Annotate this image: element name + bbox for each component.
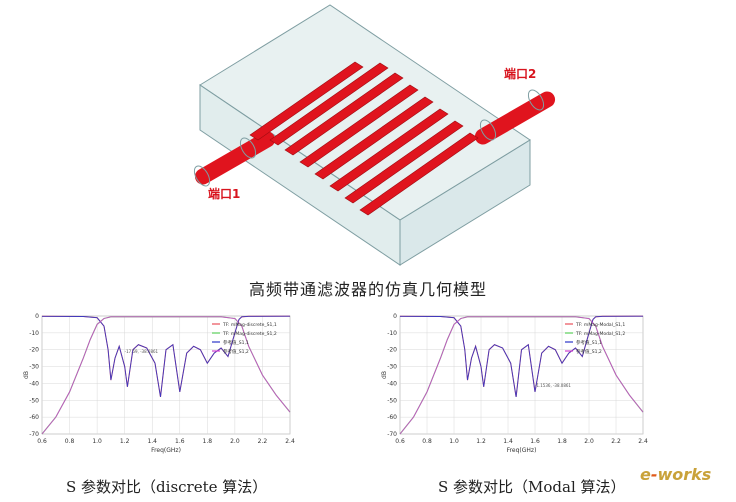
x-tick-label: 1.6 (175, 438, 185, 445)
y-tick-label: -70 (387, 431, 397, 438)
y-axis-label: dB (23, 371, 30, 379)
plot-area (399, 315, 644, 435)
y-tick-label: -50 (29, 397, 39, 404)
filter-geometry-model: 端口1 端口2 (193, 4, 556, 266)
y-tick-label: -60 (387, 414, 397, 421)
legend-entry: 参考值_S1,2 (223, 348, 249, 355)
marker-annotation: -17.59, -38.0861 (125, 349, 159, 354)
caption-discrete: S 参数对比（discrete 算法） (66, 478, 268, 496)
x-tick-label: 1.0 (92, 438, 102, 445)
legend-entry: TF: mMag-discrete_S1,1 (222, 322, 277, 328)
model-caption: 高频带通滤波器的仿真几何模型 (248, 280, 487, 299)
resonator-strips (249, 61, 479, 216)
x-tick-label: 2.2 (611, 438, 621, 445)
series-line-4 (399, 316, 644, 435)
y-tick-label: -70 (29, 431, 39, 438)
y-tick-label: -10 (387, 330, 397, 337)
x-tick-label: 1.0 (449, 438, 459, 445)
y-tick-label: -30 (29, 364, 39, 371)
x-tick-label: 2.2 (258, 438, 268, 445)
caption-modal: S 参数对比（Modal 算法） (438, 478, 626, 496)
plot-area (41, 315, 291, 435)
series-line-4 (41, 316, 291, 435)
x-tick-label: 2.4 (638, 438, 648, 445)
y-tick-label: -20 (387, 347, 397, 354)
watermark-prefix: e (640, 465, 651, 484)
x-tick-label: 0.6 (37, 438, 47, 445)
x-axis-label: Freq(GHz) (507, 447, 537, 454)
x-tick-label: 0.6 (395, 438, 405, 445)
x-tick-label: 2.0 (230, 438, 240, 445)
y-tick-label: -50 (387, 397, 397, 404)
chart-svg-right: 0.6 0.8 1.0 1.2 1.4 1.6 1.8 2.0 2.2 2.4 0 -10 -20 -30… (381, 313, 648, 454)
x-tick-label: 1.4 (147, 438, 157, 445)
x-tick-label: 1.6 (530, 438, 540, 445)
y-tick-label: -40 (29, 380, 39, 387)
legend-entry: 参考值_S1,1 (223, 339, 249, 346)
y-tick-label: -30 (387, 364, 397, 371)
chart-svg-left: 0.6 0.8 1.0 1.2 1.4 1.6 1.8 2.0 2.2 2.4 0 -10 -20 -30… (23, 313, 295, 454)
s-param-chart-modal: 0.6 0.8 1.0 1.2 1.4 1.6 1.8 2.0 2.2 2.4 0 -10 -20 -30… (380, 306, 665, 456)
y-tick-label: -40 (387, 380, 397, 387)
marker-annotation: -1.1536, -38.0861 (535, 383, 571, 388)
x-tick-label: 1.2 (476, 438, 486, 445)
port2-coax (474, 89, 556, 145)
s-param-chart-discrete: 0.6 0.8 1.0 1.2 1.4 1.6 1.8 2.0 2.2 2.4 0 -10 -20 -30… (22, 306, 312, 456)
legend-entry: TF: mMag-Modal_S1,2 (575, 331, 625, 337)
legend-entry: TF: mMag-discrete_S1,2 (222, 331, 277, 337)
y-tick-label: -10 (29, 330, 39, 337)
watermark-suffix: works (657, 465, 712, 484)
substrate-box (199, 4, 531, 266)
legend-entry: 参考值_S1,2 (576, 348, 602, 355)
y-tick-label: 0 (393, 313, 397, 320)
x-tick-label: 0.8 (65, 438, 75, 445)
y-tick-label: -60 (29, 414, 39, 421)
x-tick-label: 2.0 (584, 438, 594, 445)
x-tick-label: 2.4 (285, 438, 295, 445)
legend-entry: TF: mMag-Modal_S1,1 (575, 322, 625, 328)
port1-label: 端口1 (208, 186, 240, 201)
x-axis-label: Freq(GHz) (151, 447, 181, 454)
legend-entry: 参考值_S1,1 (576, 339, 602, 346)
x-tick-label: 1.8 (557, 438, 567, 445)
x-tick-label: 0.8 (422, 438, 432, 445)
port1-coax (193, 131, 276, 187)
series-line-3 (41, 315, 291, 397)
port2-label: 端口2 (504, 66, 536, 81)
x-tick-label: 1.2 (120, 438, 130, 445)
y-axis-label: dB (381, 371, 388, 379)
eworks-watermark: e-works (640, 465, 711, 484)
y-tick-label: -20 (29, 347, 39, 354)
x-tick-label: 1.8 (203, 438, 213, 445)
series-line-3 (399, 315, 644, 397)
y-tick-label: 0 (35, 313, 39, 320)
watermark-dot: - (650, 465, 658, 484)
x-tick-label: 1.4 (503, 438, 513, 445)
